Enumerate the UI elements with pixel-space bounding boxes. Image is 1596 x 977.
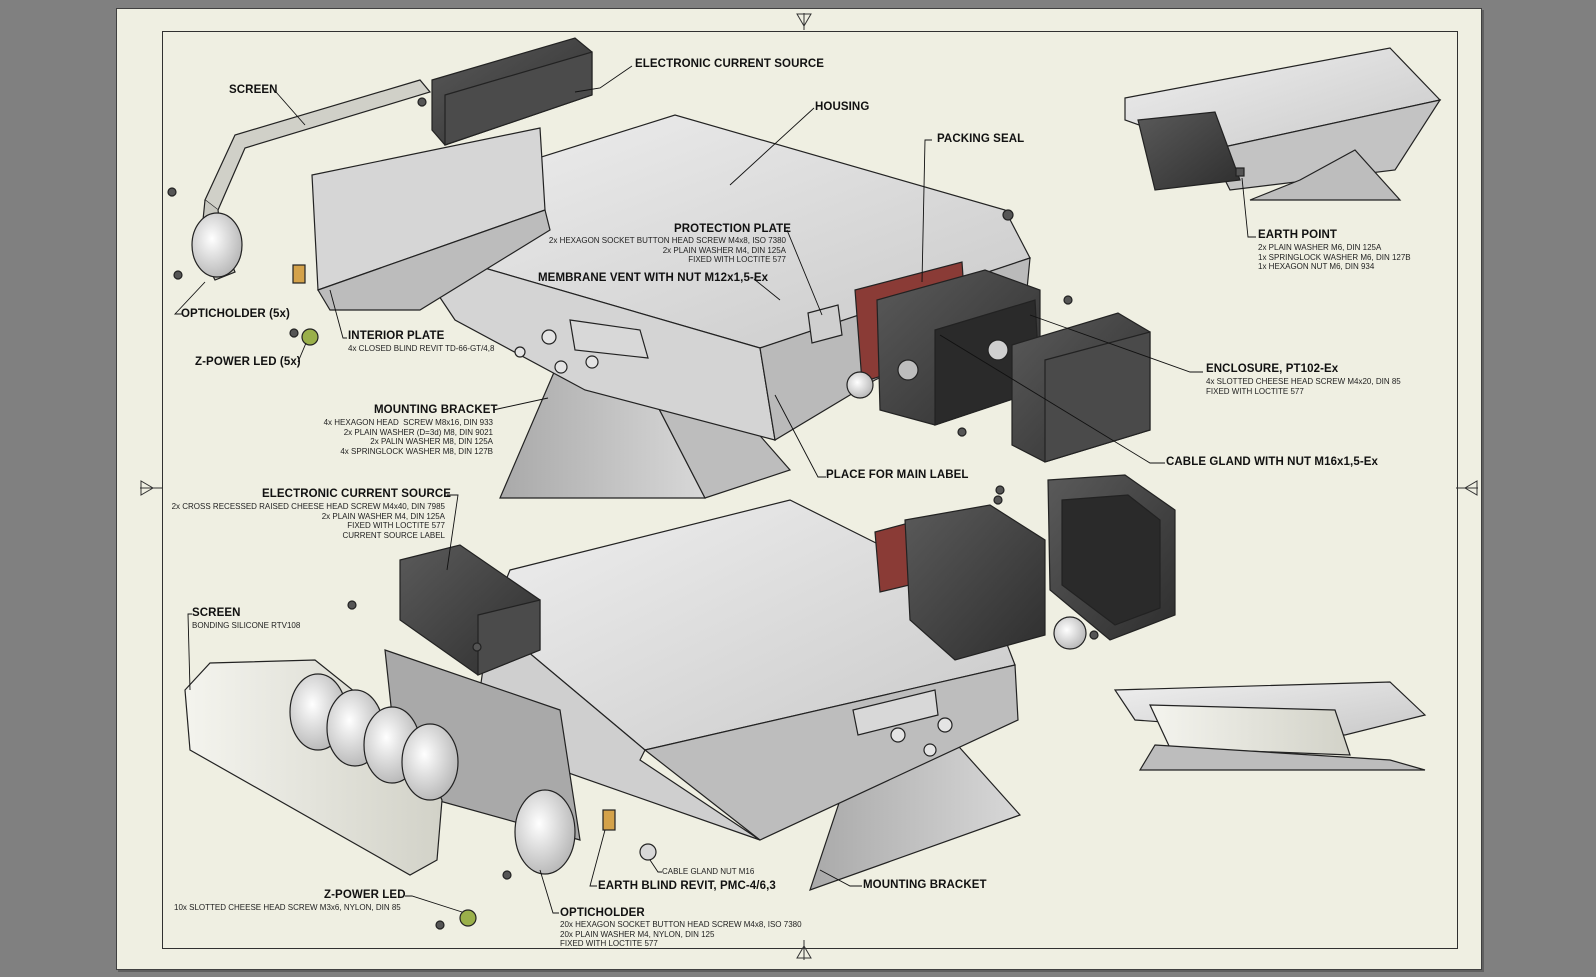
leader-enclosure xyxy=(1029,314,1203,373)
label-top-ecs: ELECTRONIC CURRENT SOURCE xyxy=(635,58,825,70)
screws-top xyxy=(167,97,1073,495)
label-opticholder: OPTICHOLDER xyxy=(560,907,645,919)
leader-screen-bottom xyxy=(187,613,192,691)
leader-opticholder xyxy=(539,869,559,914)
z-power-led-top xyxy=(301,328,319,346)
label-mounting-bracket-top: MOUNTING BRACKET xyxy=(374,404,498,416)
leader-lines xyxy=(173,65,1256,914)
assembled-bracket xyxy=(1249,149,1402,201)
membrane-vent-bar-bottom xyxy=(852,689,939,736)
leader-protection-plate xyxy=(786,229,823,316)
label-cable-gland-top: CABLE GLAND WITH NUT M16x1,5-Ex xyxy=(1166,456,1379,468)
enclosure-bottom xyxy=(904,504,1046,661)
label-enclosure: ENCLOSURE, PT102-Ex xyxy=(1206,363,1339,375)
drawing-frame xyxy=(162,31,1458,949)
label-housing: HOUSING xyxy=(815,101,870,113)
washer-b2 xyxy=(937,717,953,733)
leader-membrane-vent xyxy=(753,278,781,301)
label-protection-plate: PROTECTION PLATE xyxy=(674,223,792,235)
washer-4 xyxy=(514,346,526,358)
interior-plate-base xyxy=(317,209,551,311)
centering-marks xyxy=(140,13,1478,960)
assembled-enclosure xyxy=(1137,111,1241,191)
label-earth-blind-revit: EARTH BLIND REVIT, PMC-4/6,3 xyxy=(598,880,776,892)
leader-zpower-led xyxy=(405,895,463,913)
cable-gland-top xyxy=(846,371,874,399)
earth-point-marker xyxy=(1235,167,1245,177)
top-exploded-assembly xyxy=(167,37,1151,499)
label-place-main-label: PLACE FOR MAIN LABEL xyxy=(826,469,969,481)
label-opticholder-5x: OPTICHOLDER (5x) xyxy=(181,308,290,320)
ecs-top-face xyxy=(444,51,593,146)
membrane-vent-bar xyxy=(569,319,649,359)
cable-gland-bottom xyxy=(1053,616,1087,650)
label-zpower-led: Z-POWER LED xyxy=(324,889,406,901)
note-mounting-bracket-top: 4x HEXAGON HEAD SCREW M8x16, DIN 933 2x … xyxy=(323,418,493,456)
label-membrane-vent: MEMBRANE VENT WITH NUT M12x1,5-Ex xyxy=(538,272,769,284)
opticholder-brass xyxy=(292,264,306,284)
leader-place-main-label xyxy=(774,394,826,478)
cable-gland-nut-top xyxy=(987,339,1009,361)
leader-mounting-bracket-top xyxy=(492,397,549,411)
leader-cable-gland-top xyxy=(939,334,1165,464)
enclosure-lid-face xyxy=(1044,331,1151,463)
assembled-bottom-window xyxy=(1149,704,1351,756)
label-interior-plate: INTERIOR PLATE xyxy=(348,330,445,342)
assembled-bottom-bracket xyxy=(1138,744,1426,771)
label-packing-seal: PACKING SEAL xyxy=(937,133,1025,145)
label-earth-point: EARTH POINT xyxy=(1258,229,1338,241)
leader-mounting-bracket-bottom xyxy=(819,869,862,887)
note-protection-plate: 2x HEXAGON SOCKET BUTTON HEAD SCREW M4x8… xyxy=(548,236,786,265)
assembled-view-bottom-right xyxy=(1113,681,1427,771)
note-zpower-led: 10x SLOTTED CHEESE HEAD SCREW M3x6, NYLO… xyxy=(174,903,401,912)
washer-3 xyxy=(585,355,599,369)
label-cable-gland-nut: CABLE GLAND NUT M16 xyxy=(662,867,755,876)
leader-screen-top xyxy=(275,91,306,126)
leader-top-ecs xyxy=(574,65,633,93)
label-screen-top: SCREEN xyxy=(229,84,278,96)
leader-earth-point xyxy=(1241,177,1256,238)
leader-cable-gland-nut xyxy=(649,859,662,873)
leader-packing-seal xyxy=(921,139,932,283)
note-earth-point: 2x PLAIN WASHER M6, DIN 125A 1x SPRINGLO… xyxy=(1258,243,1411,272)
protection-plate xyxy=(807,304,843,344)
label-mounting-bracket-bottom: MOUNTING BRACKET xyxy=(863,879,987,891)
washer-b1 xyxy=(890,727,906,743)
note-screen-bottom: BONDING SILICONE RTV108 xyxy=(192,621,301,630)
leader-earth-blind-revit xyxy=(589,829,606,887)
opticholder-lenses xyxy=(289,673,576,875)
label-bottom-ecs: ELECTRONIC CURRENT SOURCE xyxy=(262,488,452,500)
screws-bottom xyxy=(347,495,1099,930)
note-bottom-ecs: 2x CROSS RECESSED RAISED CHEESE HEAD SCR… xyxy=(171,502,445,540)
leader-bottom-ecs xyxy=(446,494,459,571)
leader-zpower-5x xyxy=(297,342,307,363)
opticholder-lens-top xyxy=(191,212,243,278)
ecs-bottom-face xyxy=(477,599,541,676)
enclosure-hole xyxy=(897,359,919,381)
leader-opticholder-5x xyxy=(173,281,206,315)
label-zpower-5x: Z-POWER LED (5x) xyxy=(195,356,301,368)
leader-housing xyxy=(729,107,815,186)
washer-1 xyxy=(541,329,557,345)
opticholder-brass-bottom xyxy=(602,809,616,831)
note-interior-plate: 4x CLOSED BLIND REVIT TD-66-GT/4,8 xyxy=(348,344,495,353)
washer-b3 xyxy=(923,743,937,757)
label-screen-bottom: SCREEN xyxy=(192,607,241,619)
leader-interior-plate xyxy=(329,289,347,339)
note-enclosure: 4x SLOTTED CHEESE HEAD SCREW M4x20, DIN … xyxy=(1206,377,1401,396)
z-power-led-bottom xyxy=(459,909,477,927)
assembled-view-top-right xyxy=(1124,47,1442,201)
enclosure-lid-bottom-inner xyxy=(1061,494,1161,626)
note-opticholder: 20x HEXAGON SOCKET BUTTON HEAD SCREW M4x… xyxy=(560,920,802,949)
washer-2 xyxy=(554,360,568,374)
bottom-exploded-assembly xyxy=(184,474,1176,930)
cable-gland-nut xyxy=(639,843,657,861)
